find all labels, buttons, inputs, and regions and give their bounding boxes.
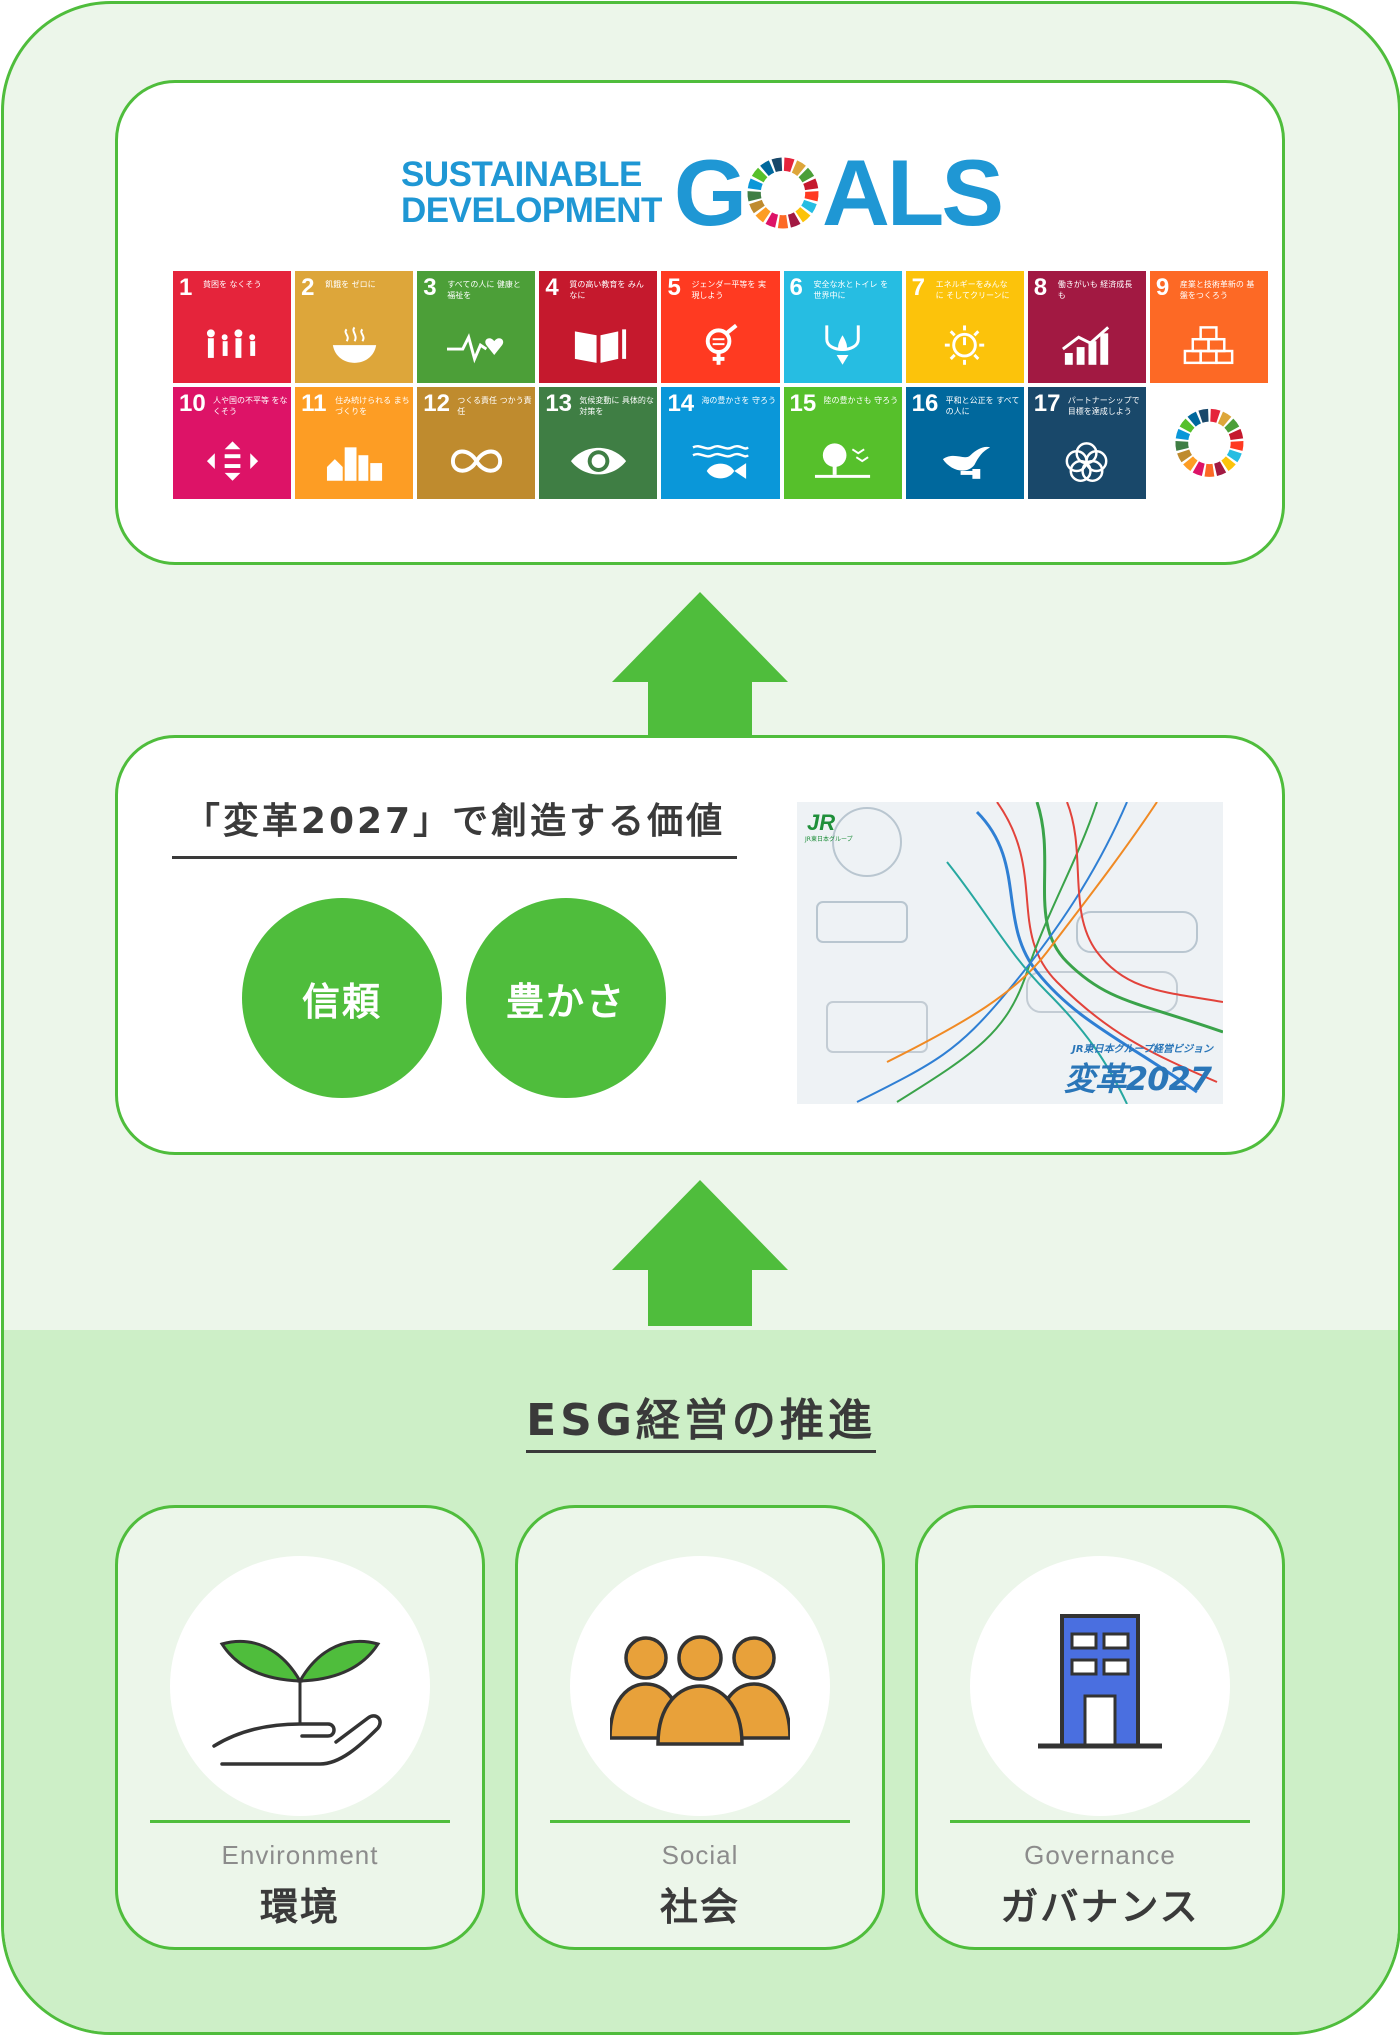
sdg-goal-tile: 7 エネルギーをみんなに そしてクリーンに [905, 271, 1024, 383]
sdg-goal-label: 質の高い教育を みんなに [569, 280, 644, 300]
sdg-goal-label: つくる責任 つかう責任 [457, 396, 532, 416]
people-group-icon [610, 1635, 790, 1746]
sdg-logo: SUSTAINABLE DEVELOPMENT G ALS [401, 140, 1004, 245]
sdg-goal-tile: 2 飢餓を ゼロに [295, 271, 414, 383]
sdg-goal-number: 12 [423, 390, 450, 417]
vision-caption: JR東日本グループ経営ビジョン [1072, 1044, 1213, 1055]
up-arrow-icon [612, 1180, 788, 1326]
vision-2027-image: JR JR東日本グループ JR東日本グループ経営ビジョン 変革2027 [797, 802, 1223, 1104]
sdg-goal-tile: 16 平和と公正を すべての人に [905, 387, 1024, 499]
sdg-goal-label: 陸の豊かさも 守ろう [823, 396, 899, 405]
pillar-divider [150, 1820, 450, 1823]
sdg-goal-label: 働きがいも 経済成長も [1057, 280, 1133, 300]
sdg-goal-tile: 17 パートナーシップで 目標を達成しよう [1027, 387, 1146, 499]
sdg-goal-number: 15 [789, 390, 817, 417]
pillar-divider [550, 1820, 850, 1823]
sdg-goal-number: 11 [301, 390, 327, 417]
sdg-goal-label: 安全な水とトイレ を世界中に [813, 280, 889, 300]
sdg-goal-number: 13 [545, 390, 573, 417]
sdg-logo-g: G [673, 140, 747, 245]
sdg-wheel-icon [1174, 409, 1243, 478]
sdg-goal-number: 1 [179, 274, 193, 301]
sdg-goal-number: 10 [179, 390, 206, 417]
sprout-in-hand-icon [212, 1639, 382, 1766]
sdg-goal-tile: 12 つくる責任 つかう責任 [417, 387, 536, 499]
sdg-logo-tile [1149, 387, 1268, 499]
building-icon [1038, 1614, 1162, 1749]
sdg-goal-number: 14 [667, 390, 695, 417]
sdg-goal-number: 8 [1033, 274, 1048, 301]
sdg-logo-line2: DEVELOPMENT [401, 191, 662, 230]
pillar-icon-circle [570, 1556, 830, 1816]
sdg-goal-tile: 9 産業と技術革新の 基盤をつくろう [1149, 271, 1268, 383]
sdg-goal-label: 飢餓を ゼロに [325, 280, 376, 289]
pillar-jp-label: 環境 [259, 1885, 340, 1929]
sdg-goal-number: 7 [911, 274, 926, 301]
pillar-en-label: Governance [1024, 1840, 1176, 1870]
sdg-goal-number: 2 [301, 274, 315, 301]
vision-artwork [816, 802, 1223, 1104]
pillar-environment: Environment 環境 [115, 1505, 485, 1950]
sdg-goal-number: 17 [1033, 390, 1061, 417]
pillar-social: Social 社会 [515, 1505, 885, 1950]
vision-title: 変革2027 [1063, 1060, 1212, 1098]
sdg-goal-label: エネルギーをみんなに そしてクリーンに [935, 280, 1010, 300]
pillar-en-label: Social [661, 1840, 739, 1870]
pillar-jp-label: 社会 [659, 1885, 740, 1929]
sdg-goal-label: 平和と公正を すべての人に [945, 396, 1020, 416]
esg-title-underline [526, 1450, 876, 1453]
sdg-goal-number: 5 [667, 274, 681, 301]
sdg-goal-label: パートナーシップで 目標を達成しよう [1067, 396, 1140, 416]
sdg-goal-tile: 13 気候変動に 具体的な対策を [539, 387, 658, 499]
sdg-goal-tile: 8 働きがいも 経済成長も [1027, 271, 1146, 383]
sdg-goal-label: 住み続けられる まちづくりを [335, 396, 410, 416]
sdg-goal-tile: 4 質の高い教育を みんなに [539, 271, 658, 383]
sdg-goal-tile: 10 人や国の不平等 をなくそう [173, 387, 292, 499]
jr-logo: JR [807, 810, 836, 835]
esg-title: ESG経営の推進 [526, 1395, 876, 1446]
sdg-goal-number: 16 [911, 390, 939, 417]
up-arrow-icon [612, 592, 788, 735]
sdg-goal-tile: 5 ジェンダー平等を 実現しよう [661, 271, 780, 383]
sdg-goal-label: 産業と技術革新の 基盤をつくろう [1179, 280, 1255, 300]
sdg-wheel-icon [747, 157, 819, 229]
sdg-goal-label: 気候変動に 具体的な対策を [579, 396, 654, 416]
trust-bubble: 信頼 [242, 898, 442, 1098]
sdg-goal-label: 貧困を なくそう [203, 280, 262, 289]
pillar-jp-label: ガバナンス [1000, 1885, 1200, 1929]
sdg-goal-tile: 14 海の豊かさを 守ろう [661, 387, 780, 499]
sdg-goal-tile: 3 すべての人に 健康と福祉を [417, 271, 536, 383]
sdg-goal-number: 3 [423, 274, 437, 301]
sdg-goal-tile: 6 安全な水とトイレ を世界中に [783, 271, 902, 383]
sdg-goal-number: 9 [1155, 274, 1170, 301]
pillar-governance: Governance ガバナンス [915, 1505, 1285, 1950]
value-title: 「変革2027」で創造する価値 [183, 801, 726, 842]
sdg-goal-number: 4 [545, 274, 559, 301]
sdg-goal-tile: 11 住み続けられる まちづくりを [295, 387, 414, 499]
sdg-goal-tile: 15 陸の豊かさも 守ろう [783, 387, 902, 499]
sdg-card: SUSTAINABLE DEVELOPMENT G ALS 1 貧困を なくそう 2… [115, 80, 1285, 565]
sdg-goal-label: ジェンダー平等を 実現しよう [691, 280, 766, 300]
pillar-icon-circle [970, 1556, 1230, 1816]
pillar-divider [950, 1820, 1250, 1823]
jr-logo-sub: JR東日本グループ [805, 836, 853, 843]
pillar-icon-circle [170, 1556, 430, 1816]
pillar-en-label: Environment [221, 1840, 379, 1870]
sdg-goal-label: すべての人に 健康と福祉を [447, 280, 521, 300]
sdg-goal-tile: 1 貧困を なくそう [173, 271, 292, 383]
sdg-logo-line1: SUSTAINABLE [401, 155, 642, 194]
sdg-goal-grid: 1 貧困を なくそう 2 飢餓を ゼロに 3 すべての人に 健康と福祉を 4 質の高い教育を … [173, 271, 1268, 499]
sdg-logo-als: ALS [822, 140, 1004, 245]
value-title-underline [172, 856, 737, 859]
sdg-goal-number: 6 [789, 274, 803, 301]
richness-bubble: 豊かさ [466, 898, 666, 1098]
sdg-goal-label: 人や国の不平等 をなくそう [213, 396, 288, 416]
sdg-goal-label: 海の豊かさを 守ろう [701, 396, 776, 405]
